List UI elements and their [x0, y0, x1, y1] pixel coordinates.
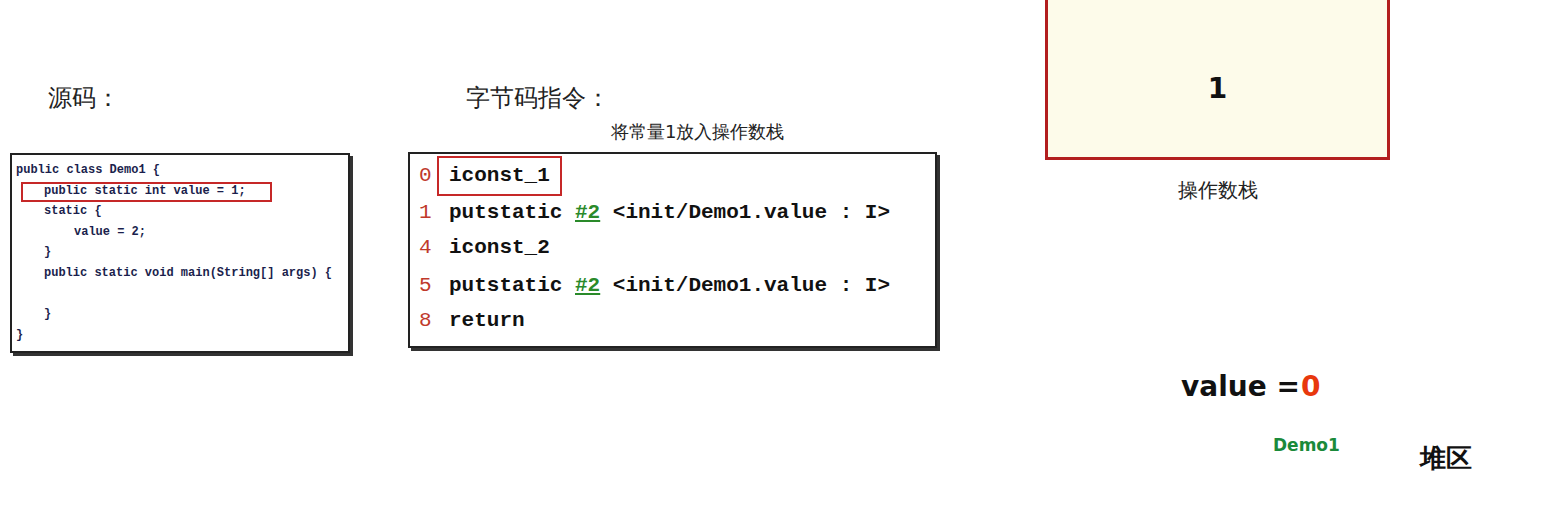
- code-line: public class Demo1 {: [16, 164, 160, 178]
- code-line: public static void main(String[] args) {: [44, 267, 332, 281]
- code-line: static {: [44, 205, 102, 219]
- instruction: putstatic: [449, 201, 562, 225]
- heap-label: 堆区: [1420, 444, 1472, 474]
- field-ref: <init/Demo1.value : I>: [613, 274, 890, 298]
- class-object: value =0Demo1: [1113, 305, 1385, 475]
- highlighted-code-line: public static int value = 1;: [21, 182, 272, 202]
- field-ref: <init/Demo1.value : I>: [613, 201, 890, 225]
- instruction-offset: 5: [419, 274, 432, 298]
- instruction-offset: 1: [419, 201, 432, 225]
- field-value: 0: [1301, 371, 1320, 403]
- callout-bubble: 将常量1放入操作数栈: [597, 110, 853, 158]
- class-name: Demo1: [1273, 436, 1340, 456]
- stack-heading: 操作数栈: [1048, 179, 1387, 202]
- code-line: }: [16, 329, 23, 343]
- field-name: value =: [1181, 371, 1300, 403]
- instruction-offset: 4: [419, 236, 432, 260]
- instruction: return: [449, 309, 525, 333]
- instruction: iconst_2: [449, 236, 550, 260]
- callout-text: 将常量1放入操作数栈: [611, 122, 784, 143]
- heap-region: 堆区 value =0Demo1: [970, 278, 1530, 512]
- instruction-offset: 0: [419, 164, 432, 188]
- code-line: }: [44, 308, 51, 322]
- bytecode-box: 0iconst_11 putstatic #2 <init/Demo1.value :…: [408, 152, 937, 348]
- constant-pool-ref: #2: [575, 274, 600, 298]
- instruction-offset: 8: [419, 309, 432, 333]
- operand-stack: 1操作数栈: [1045, 0, 1390, 160]
- instruction: putstatic: [449, 274, 562, 298]
- highlighted-instruction: iconst_1: [437, 156, 562, 196]
- section-heading: 源码：: [48, 82, 120, 114]
- code-line: value = 2;: [74, 226, 146, 240]
- constant-pool-ref: #2: [575, 201, 600, 225]
- section-heading: 字节码指令：: [466, 82, 610, 114]
- code-line: }: [44, 246, 51, 260]
- stack-value: 1: [1048, 73, 1387, 105]
- source-code-box: public class Demo1 { public static int va…: [10, 153, 350, 353]
